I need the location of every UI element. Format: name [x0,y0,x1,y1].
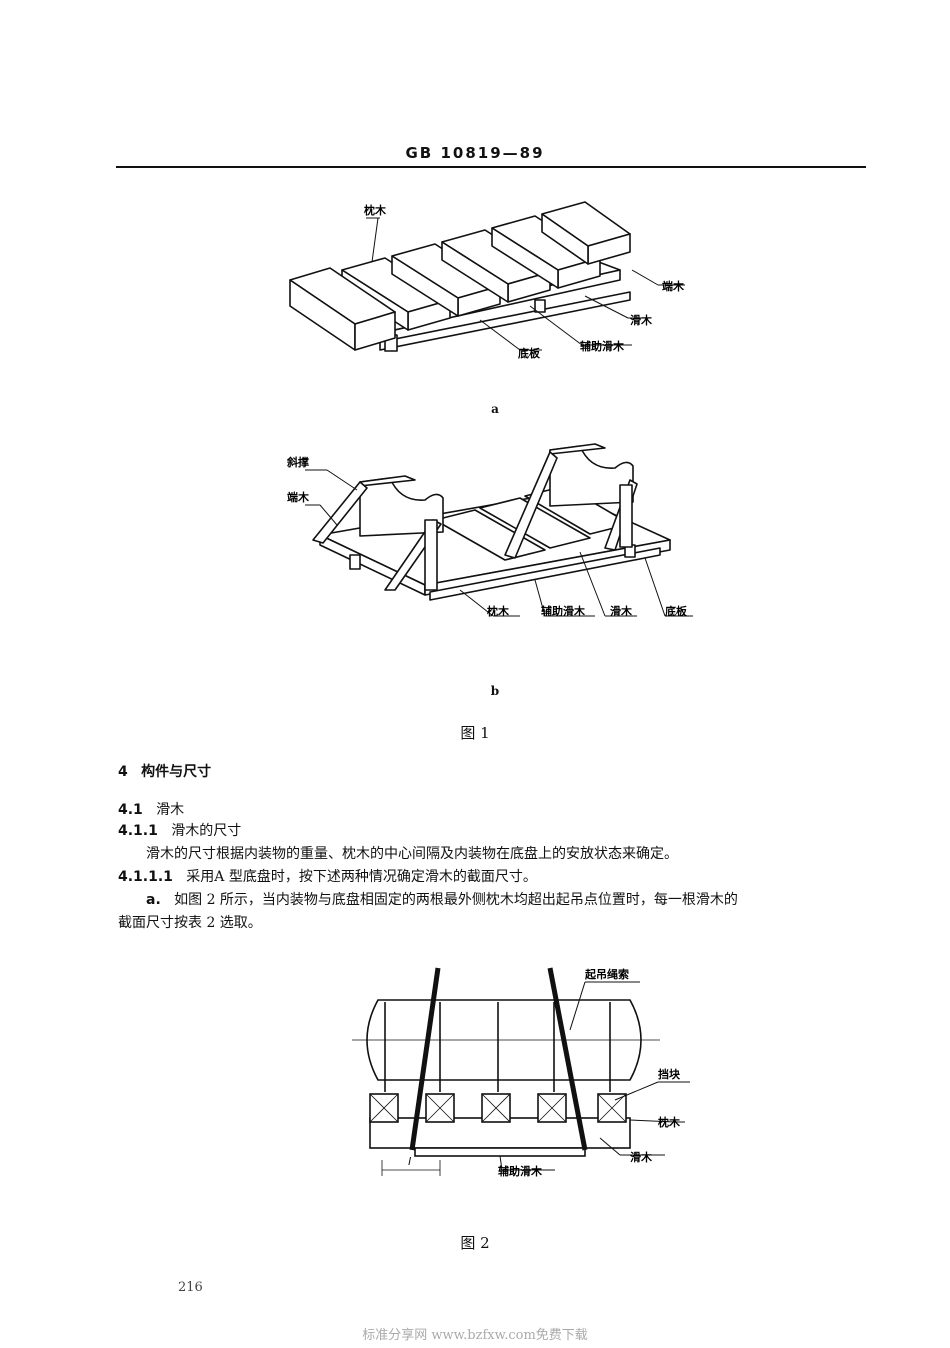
item-a-line-1: a. 如图 2 所示，当内装物与底盘相固定的两根最外侧枕木均超出起吊点位置时，每… [146,890,738,910]
section-4-heading: 4 构件与尺寸 [118,762,211,782]
fig1b-label-skid: 滑木 [610,604,633,618]
figure-1-caption: 图 1 [460,724,490,742]
fig1b-label-aux: 辅助滑木 [541,604,586,618]
fig1a-label-end: 端木 [662,279,685,293]
item-a-text: 如图 2 所示，当内装物与底盘相固定的两根最外侧枕木均超出起吊点位置时，每一根滑… [174,892,738,908]
standard-header: GB 10819—89 [405,144,545,162]
section-4-1-1-1-text: 采用A 型底盘时，按下述两种情况确定滑木的截面尺寸。 [186,869,537,885]
section-4-1-number: 4.1 [118,802,143,818]
watermark: 标准分享网 www.bzfxw.com免费下载 [362,1328,588,1343]
section-4-1-1-title: 滑木的尺寸 [171,823,242,839]
figure-1b-pallet-with-cradles: 斜撑 端木 枕木 辅助滑木 滑木 底板 [286,443,693,618]
section-4-1-title: 滑木 [156,802,185,818]
fig1a-label-aux: 辅助滑木 [580,339,625,353]
fig1b-label-end: 端木 [287,490,310,504]
page-number: 216 [178,1280,203,1295]
figure-2-caption: 图 2 [460,1234,490,1252]
fig2-label-rope: 起吊绳索 [584,967,629,981]
section-4-title: 构件与尺寸 [141,764,212,780]
section-4-1-1-1-number: 4.1.1.1 [118,869,173,885]
section-4-1-1-number: 4.1.1 [118,823,158,839]
fig2-label-aux: 辅助滑木 [498,1164,543,1178]
fig1b-label-pillow: 枕木 [487,604,510,618]
fig1b-label-bottom: 底板 [665,604,688,618]
item-a-marker: a. [146,892,161,908]
figure-1a-pallet: 枕木 端木 滑木 底板 辅助滑木 [289,201,685,360]
section-4-1-heading: 4.1 滑木 [118,800,184,820]
fig2-label-skid: 滑木 [630,1150,653,1164]
fig2-label-pillow: 枕木 [658,1115,681,1129]
section-4-1-1-heading: 4.1.1 滑木的尺寸 [118,821,241,841]
fig1a-label-pillow: 枕木 [364,203,387,217]
section-4-number: 4 [118,764,128,780]
paragraph-1: 滑木的尺寸根据内装物的重量、枕木的中心间隔及内装物在底盘上的安放状态来确定。 [146,846,678,862]
fig1b-sublabel: b [490,684,500,698]
fig1a-label-bottom: 底板 [518,346,541,360]
section-4-1-1-1: 4.1.1.1 采用A 型底盘时，按下述两种情况确定滑木的截面尺寸。 [118,867,537,887]
fig1a-label-skid: 滑木 [630,313,653,327]
fig1a-sublabel: a [491,402,499,416]
fig1b-label-brace: 斜撑 [286,455,309,469]
figure-2-lifting-diagram: 起吊绳索 挡块 枕木 滑木 辅助滑木 l [352,967,690,1178]
fig2-label-block: 挡块 [658,1067,681,1081]
header-rule [116,166,866,168]
fig2-dimension-l: l [408,1155,411,1168]
item-a-line-2: 截面尺寸按表 2 选取。 [118,915,262,931]
